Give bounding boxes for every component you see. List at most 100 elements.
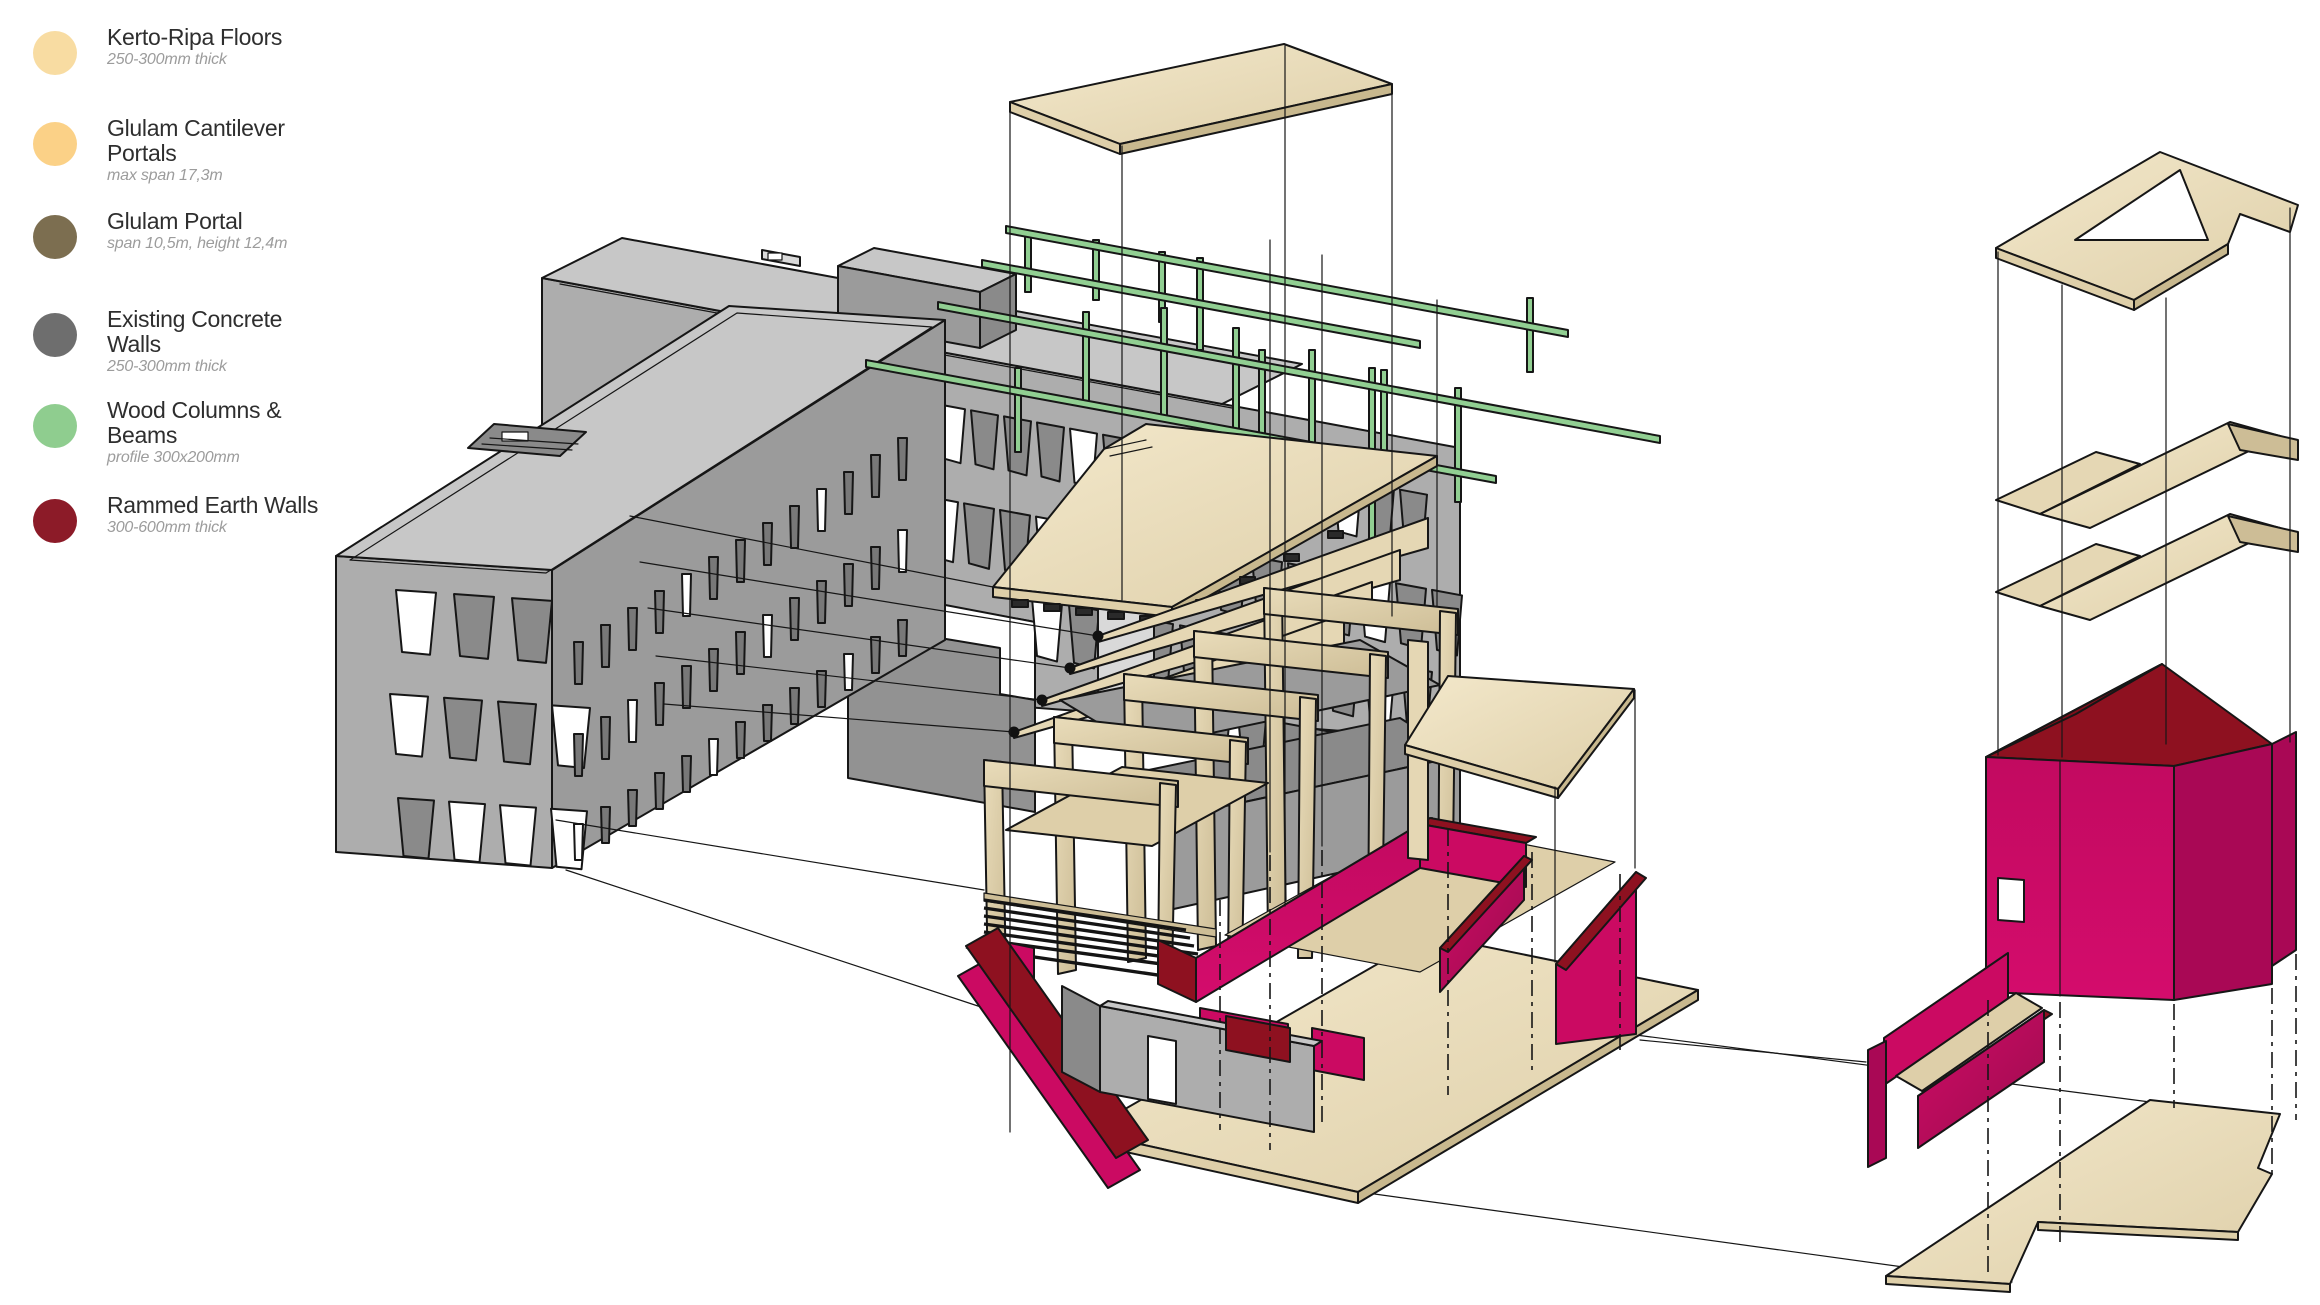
window	[627, 699, 638, 743]
window	[963, 502, 995, 570]
window	[627, 607, 638, 651]
window	[654, 772, 665, 810]
window	[789, 597, 800, 641]
legend-swatch-glulam-cantilever-portals	[33, 122, 77, 166]
legend-item-title: Wood Columns & Beams	[107, 397, 282, 448]
window	[389, 693, 429, 758]
window	[816, 580, 827, 624]
legend-swatch-wood-columns-beams	[33, 404, 77, 448]
window	[448, 800, 486, 864]
wood-column	[1160, 307, 1168, 417]
window	[762, 614, 773, 658]
wood-beam	[937, 301, 1661, 444]
roof-skylight	[467, 423, 587, 457]
wood-column	[1526, 297, 1534, 373]
window	[600, 716, 611, 760]
portal-beam	[1053, 716, 1249, 765]
window	[573, 641, 584, 685]
portal-beam	[1193, 630, 1389, 679]
window	[708, 556, 719, 600]
legend-swatch-rammed-earth-walls	[33, 499, 77, 543]
building-left-wing	[335, 305, 946, 871]
window	[897, 437, 908, 481]
door-opening	[1997, 877, 2025, 923]
left-wing-windows	[389, 589, 591, 871]
legend-item-subtitle: 250-300mm thick	[107, 357, 227, 375]
window	[573, 733, 584, 777]
window	[970, 409, 999, 471]
wood-column	[1024, 233, 1032, 293]
legend-item-glulam-cantilever-portals: Glulam Cantilever Portals max span 17,3m	[33, 116, 285, 184]
window	[1036, 421, 1065, 483]
window	[843, 653, 854, 691]
wood-columns-and-beams	[865, 225, 1661, 546]
window	[870, 454, 881, 498]
legend-item-title: Rammed Earth Walls	[107, 492, 319, 518]
window	[681, 573, 692, 617]
window	[397, 797, 435, 860]
window	[600, 806, 611, 844]
legend-swatch-existing-concrete-walls	[33, 313, 77, 357]
legend-item-wood-columns-beams: Wood Columns & Beams profile 300x200mm	[33, 398, 282, 466]
legend-item-existing-concrete-walls: Existing Concrete Walls 250-300mm thick	[33, 307, 282, 375]
window	[573, 823, 584, 861]
projection-lines	[1009, 45, 2297, 1272]
window	[551, 704, 591, 769]
explode-leader-lines	[555, 515, 2151, 1283]
window	[789, 687, 800, 725]
legend-item-rammed-earth-walls: Rammed Earth Walls 300-600mm thick	[33, 493, 318, 543]
legend-item-subtitle: span 10,5m, height 12,4m	[107, 234, 288, 252]
legend-item-title: Glulam Portal	[107, 208, 243, 234]
window	[681, 755, 692, 793]
window	[708, 648, 719, 692]
wood-beam	[1005, 225, 1569, 338]
window	[870, 546, 881, 590]
window	[499, 804, 537, 867]
window	[453, 593, 495, 660]
concrete-wall-fragment	[1061, 985, 1323, 1133]
legend-item-title: Glulam Cantilever Portals	[107, 115, 285, 166]
portal-beam	[983, 759, 1179, 808]
tower-roof-plate	[1995, 151, 2299, 311]
wood-column	[1014, 367, 1022, 453]
window	[762, 522, 773, 566]
right-floor-plate	[1404, 675, 1635, 799]
wood-column	[1082, 311, 1090, 403]
tower-ramp-level-2	[1995, 513, 2299, 621]
window	[443, 696, 483, 762]
foundation-plate	[1885, 1099, 2281, 1293]
window	[395, 589, 437, 656]
wood-beam	[981, 259, 1421, 349]
window	[816, 488, 827, 532]
window	[789, 505, 800, 549]
window	[600, 624, 611, 668]
legend-item-subtitle: 250-300mm thick	[107, 50, 227, 68]
window	[843, 563, 854, 607]
window	[897, 619, 908, 657]
legend-item-subtitle: 300-600mm thick	[107, 518, 227, 536]
ground-floor-assembly	[957, 639, 1699, 1204]
legend-item-kerto-ripa-floors: Kerto-Ripa Floors 250-300mm thick	[33, 25, 282, 75]
portal-beam	[1263, 587, 1459, 636]
legend-item-title: Existing Concrete Walls	[107, 306, 283, 357]
tower-ramp-level-1	[1995, 421, 2299, 529]
window	[735, 631, 746, 675]
wood-column	[1232, 327, 1240, 441]
legend-item-glulam-portal: Glulam Portal span 10,5m, height 12,4m	[33, 209, 287, 259]
legend-swatch-glulam-portal	[33, 215, 77, 259]
window	[654, 590, 665, 634]
window	[897, 529, 908, 573]
window	[735, 721, 746, 759]
window	[497, 700, 537, 766]
window	[843, 471, 854, 515]
legend-item-subtitle: profile 300x200mm	[107, 448, 240, 466]
parapet-vent-slit	[767, 252, 783, 261]
legend-item-title: Kerto-Ripa Floors	[107, 24, 283, 50]
rammed-earth-box	[1985, 663, 2297, 1001]
kerto-roof-plate	[1009, 43, 1393, 155]
left-wing-slat-windows	[573, 437, 908, 861]
window	[816, 670, 827, 708]
legend-swatch-kerto-ripa-floors	[33, 31, 77, 75]
